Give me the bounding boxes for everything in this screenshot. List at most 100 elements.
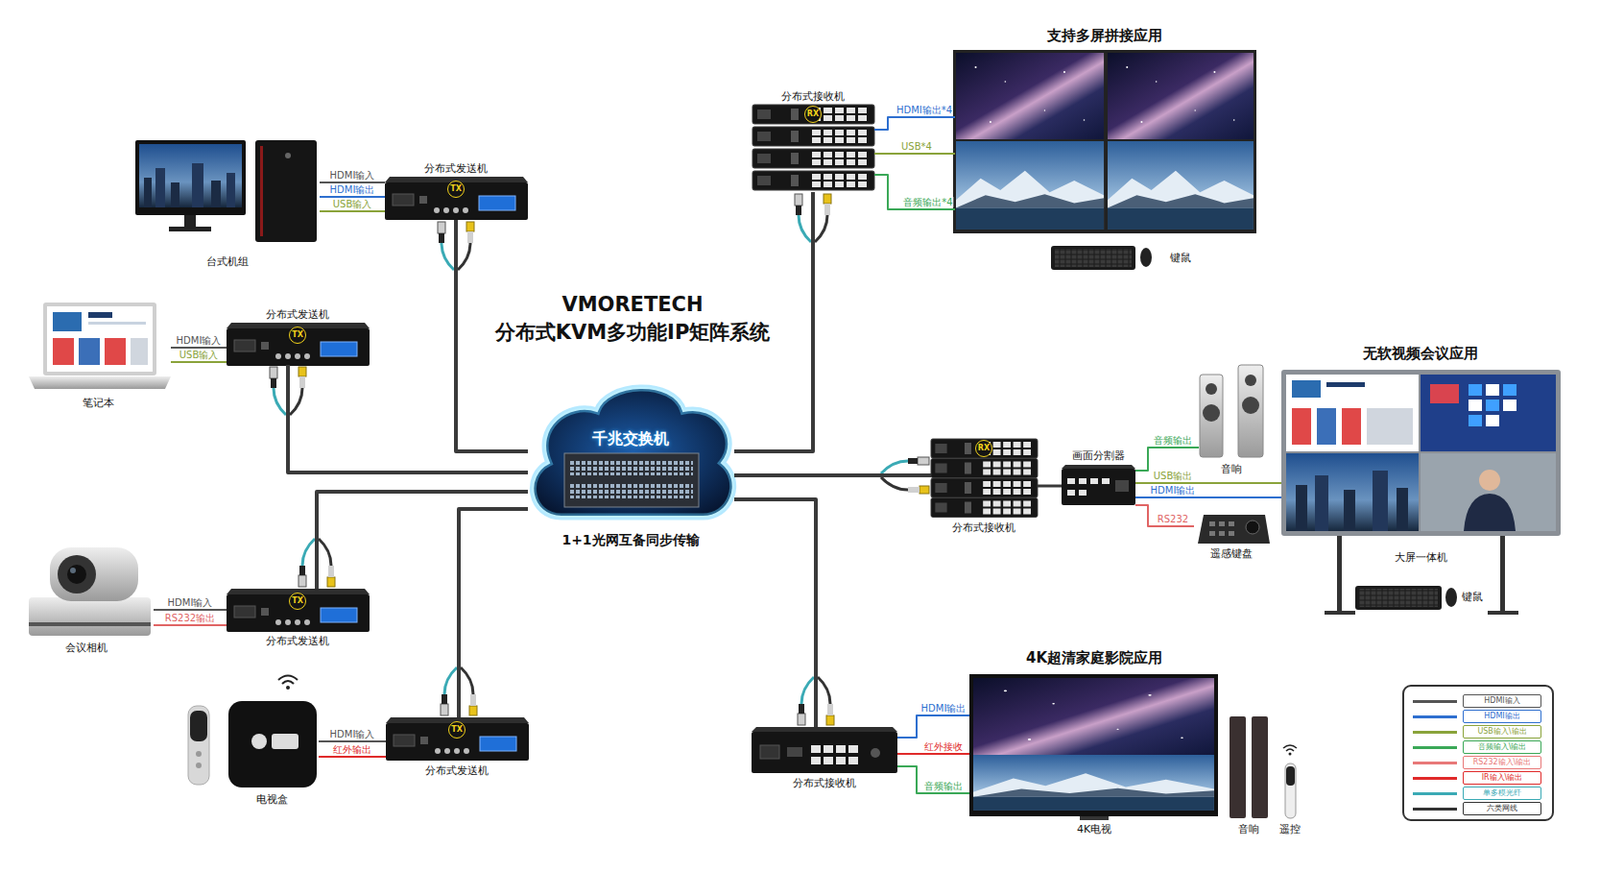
signal-label: USB输出	[1152, 470, 1195, 481]
transmitter-box: 分布式发送机TX	[385, 716, 529, 761]
legend-text: 单多模光纤	[1462, 786, 1542, 800]
camera-icon: 会议相机	[25, 544, 154, 638]
device-label: 千兆交换机	[592, 429, 669, 449]
app-heading: 无软视频会议应用	[1362, 344, 1479, 362]
legend-swatch	[1412, 715, 1457, 718]
legend-swatch	[1412, 807, 1457, 811]
device-label: 分布式发送机	[425, 764, 489, 777]
signal-label: USB输入	[178, 349, 220, 360]
signal-label: HDMI输出	[329, 184, 377, 195]
keyboard-mouse: 键鼠	[1355, 584, 1459, 611]
legend-swatch	[1412, 791, 1457, 795]
video-wall: 支持多屏拼接应用	[955, 51, 1255, 232]
receiver-box: 分布式接收机	[751, 726, 898, 773]
transmitter-box: 分布式发送机TX	[226, 322, 370, 365]
legend-swatch	[1412, 699, 1457, 703]
remote-icon: 遥控	[1284, 760, 1296, 818]
connector	[897, 715, 970, 738]
device-label: 会议相机	[65, 641, 108, 654]
connector	[1135, 481, 1282, 484]
connector	[319, 210, 385, 213]
legend-text: HDMI输出	[1462, 709, 1542, 723]
connector	[1135, 496, 1282, 499]
laptop-icon: 笔记本	[28, 302, 171, 391]
device-badge: TX	[448, 720, 466, 739]
connector	[874, 174, 956, 210]
legend-text: IR输入\输出	[1462, 770, 1542, 785]
signal-label: HDMI输出	[1149, 484, 1197, 496]
connector	[316, 491, 528, 589]
device-label: 画面分割器	[1072, 449, 1125, 462]
device-label: 分布式接收机	[781, 90, 845, 103]
signal-label: 音频输出	[1152, 434, 1194, 446]
device-label: 笔记本	[82, 396, 115, 409]
splitter-box: 画面分割器	[1061, 464, 1136, 507]
device-label: 台式机组	[206, 255, 249, 268]
device-label: 音响	[1220, 462, 1242, 476]
connector	[897, 765, 970, 793]
signal-label: HDMI输入	[329, 169, 377, 181]
signal-label: 红外接收	[923, 740, 964, 752]
connector	[1037, 484, 1062, 488]
signal-label: 红外输出	[332, 743, 373, 755]
legend-swatch	[1412, 745, 1457, 749]
connector	[1135, 504, 1195, 526]
signal-label: 音频输出	[923, 780, 964, 791]
legend-text: RS232输入\输出	[1462, 755, 1542, 769]
switch-cloud: 千兆交换机	[527, 385, 735, 519]
signal-label: RS232输出	[164, 612, 216, 623]
connector	[153, 608, 227, 611]
device-label: 分布式发送机	[265, 634, 330, 647]
signal-label: HDMI输出*4	[895, 104, 954, 116]
device-label: 遥感键盘	[1210, 547, 1253, 560]
tv-screen: 4K超清家庭影院应用4K电视	[969, 673, 1218, 816]
connector	[734, 499, 816, 727]
device-label: 分布式接收机	[792, 776, 857, 789]
app-heading: 4K超清家庭影院应用	[1026, 648, 1163, 667]
app-heading: 支持多屏拼接应用	[1047, 26, 1163, 45]
device-badge: RX	[975, 439, 993, 457]
signal-label: HDMI输出	[920, 702, 968, 714]
device-label: 键鼠	[1461, 590, 1483, 603]
device-badge: TX	[447, 180, 465, 198]
device-label: 分布式发送机	[265, 308, 330, 321]
connector	[319, 195, 385, 198]
legend-swatch	[1412, 761, 1457, 765]
device-badge: TX	[288, 326, 307, 344]
legend-text: HDMI输入	[1462, 693, 1542, 708]
transmitter-box: 分布式发送机TX	[226, 588, 370, 631]
signal-label: USB*4	[900, 141, 933, 152]
device-label: 键鼠	[1170, 251, 1192, 264]
receiver-stack: 分布式接收机RX	[931, 438, 1038, 518]
legend-text: USB输入\输出	[1462, 724, 1542, 739]
legend-text: 音频输入\输出	[1462, 740, 1542, 754]
keyboard-mouse: 键鼠	[1050, 244, 1153, 271]
joystick-keyboard: 遥感键盘	[1194, 508, 1270, 544]
signal-label: HDMI输入	[329, 728, 377, 740]
signal-label: RS232	[1156, 513, 1190, 525]
speaker-icon: 音响	[1229, 716, 1268, 818]
note-label: 1+1光网互备同步传输	[561, 531, 699, 549]
device-label: 分布式接收机	[952, 521, 1016, 534]
device-label: 遥控	[1279, 822, 1301, 836]
legend-text: 六类网线	[1462, 801, 1542, 815]
legend-swatch	[1412, 776, 1457, 780]
device-label: 分布式发送机	[424, 162, 488, 175]
device-badge: TX	[288, 592, 307, 610]
device-label: 4K电视	[1076, 822, 1112, 836]
connector	[458, 508, 528, 717]
connector	[318, 740, 386, 742]
device-label: 大屏一体机	[1394, 550, 1448, 564]
computer-icon: 台式机组	[135, 140, 320, 252]
signal-label: USB输入	[332, 198, 374, 210]
connector	[153, 623, 227, 626]
legend-swatch	[1412, 730, 1457, 734]
connector	[734, 473, 932, 478]
connector	[287, 364, 528, 473]
speaker-icon: 音响	[1198, 364, 1266, 459]
display-screen: 无软视频会议应用大屏一体机	[1281, 369, 1561, 536]
signal-label: HDMI输入	[167, 597, 215, 608]
